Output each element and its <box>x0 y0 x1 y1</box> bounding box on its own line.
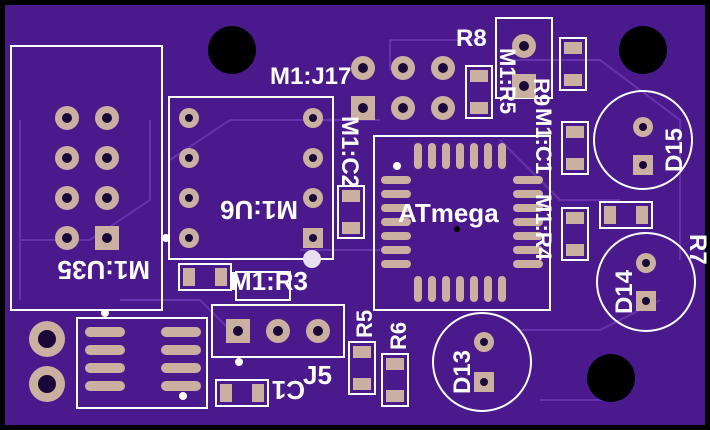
d14-led: D14 <box>596 232 696 332</box>
d15-led: D15 <box>593 90 693 190</box>
pin1-marker <box>179 392 187 400</box>
pin1-dot <box>393 162 401 170</box>
j5-label: J5 <box>303 360 332 390</box>
j5-header: J5 <box>211 304 345 390</box>
r3-resistor: M1:R3 <box>178 250 321 301</box>
r8-area: R8 M1:R5 R9 <box>456 17 587 119</box>
r5-r6-area: R5 R6 <box>348 310 411 407</box>
r9-label: R9 <box>529 78 554 106</box>
r3-label: M1:R3 <box>230 266 308 296</box>
r6-label: R6 <box>386 322 411 350</box>
u35-label: M1:U35 <box>58 255 150 285</box>
c2-capacitor: M1:C2 <box>336 116 365 239</box>
r5-label: R5 <box>352 310 377 338</box>
j17-label: M1:J17 <box>270 63 351 90</box>
d13-label: D13 <box>449 350 476 394</box>
atmega-pads-top <box>414 143 506 169</box>
atmega-chip: ATmega <box>373 135 551 311</box>
atmega-pads-left <box>381 176 411 268</box>
d13-led: D13 <box>432 312 532 412</box>
r5-m1-label: M1:R5 <box>495 48 520 114</box>
j17-header: M1:J17 <box>270 56 455 120</box>
u6-label: M1:U6 <box>220 195 298 225</box>
pin1-marker <box>101 309 109 317</box>
u35-connector: M1:U35 <box>10 45 163 311</box>
d14-label: D14 <box>611 269 638 314</box>
atmega-label: ATmega <box>398 198 499 228</box>
u6-module: M1:U6 <box>162 96 334 260</box>
c1-bottom-label: C1 <box>272 375 305 405</box>
pin1-marker <box>162 234 170 242</box>
d15-label: D15 <box>661 128 688 172</box>
mounting-hole <box>619 26 667 74</box>
via <box>454 226 460 232</box>
c1-label: M1:C1 <box>531 108 556 174</box>
pin1-marker <box>235 358 243 366</box>
atmega-pads-right <box>513 176 543 268</box>
c1-bottom-capacitor: C1 <box>215 375 305 407</box>
r7-resistor: R7 <box>599 201 710 265</box>
c1-r4-area: M1:C1 M1:R4 <box>531 108 589 261</box>
mounting-hole <box>208 26 256 74</box>
r7-label: R7 <box>684 234 710 265</box>
soic-chip <box>29 309 208 409</box>
via <box>303 250 321 268</box>
u35-pins <box>55 106 119 250</box>
r8-label: R8 <box>456 25 487 52</box>
c2-label: M1:C2 <box>336 116 363 188</box>
atmega-pads-bottom <box>414 276 506 302</box>
mounting-hole <box>587 354 635 402</box>
r4-label: M1:R4 <box>531 194 556 261</box>
